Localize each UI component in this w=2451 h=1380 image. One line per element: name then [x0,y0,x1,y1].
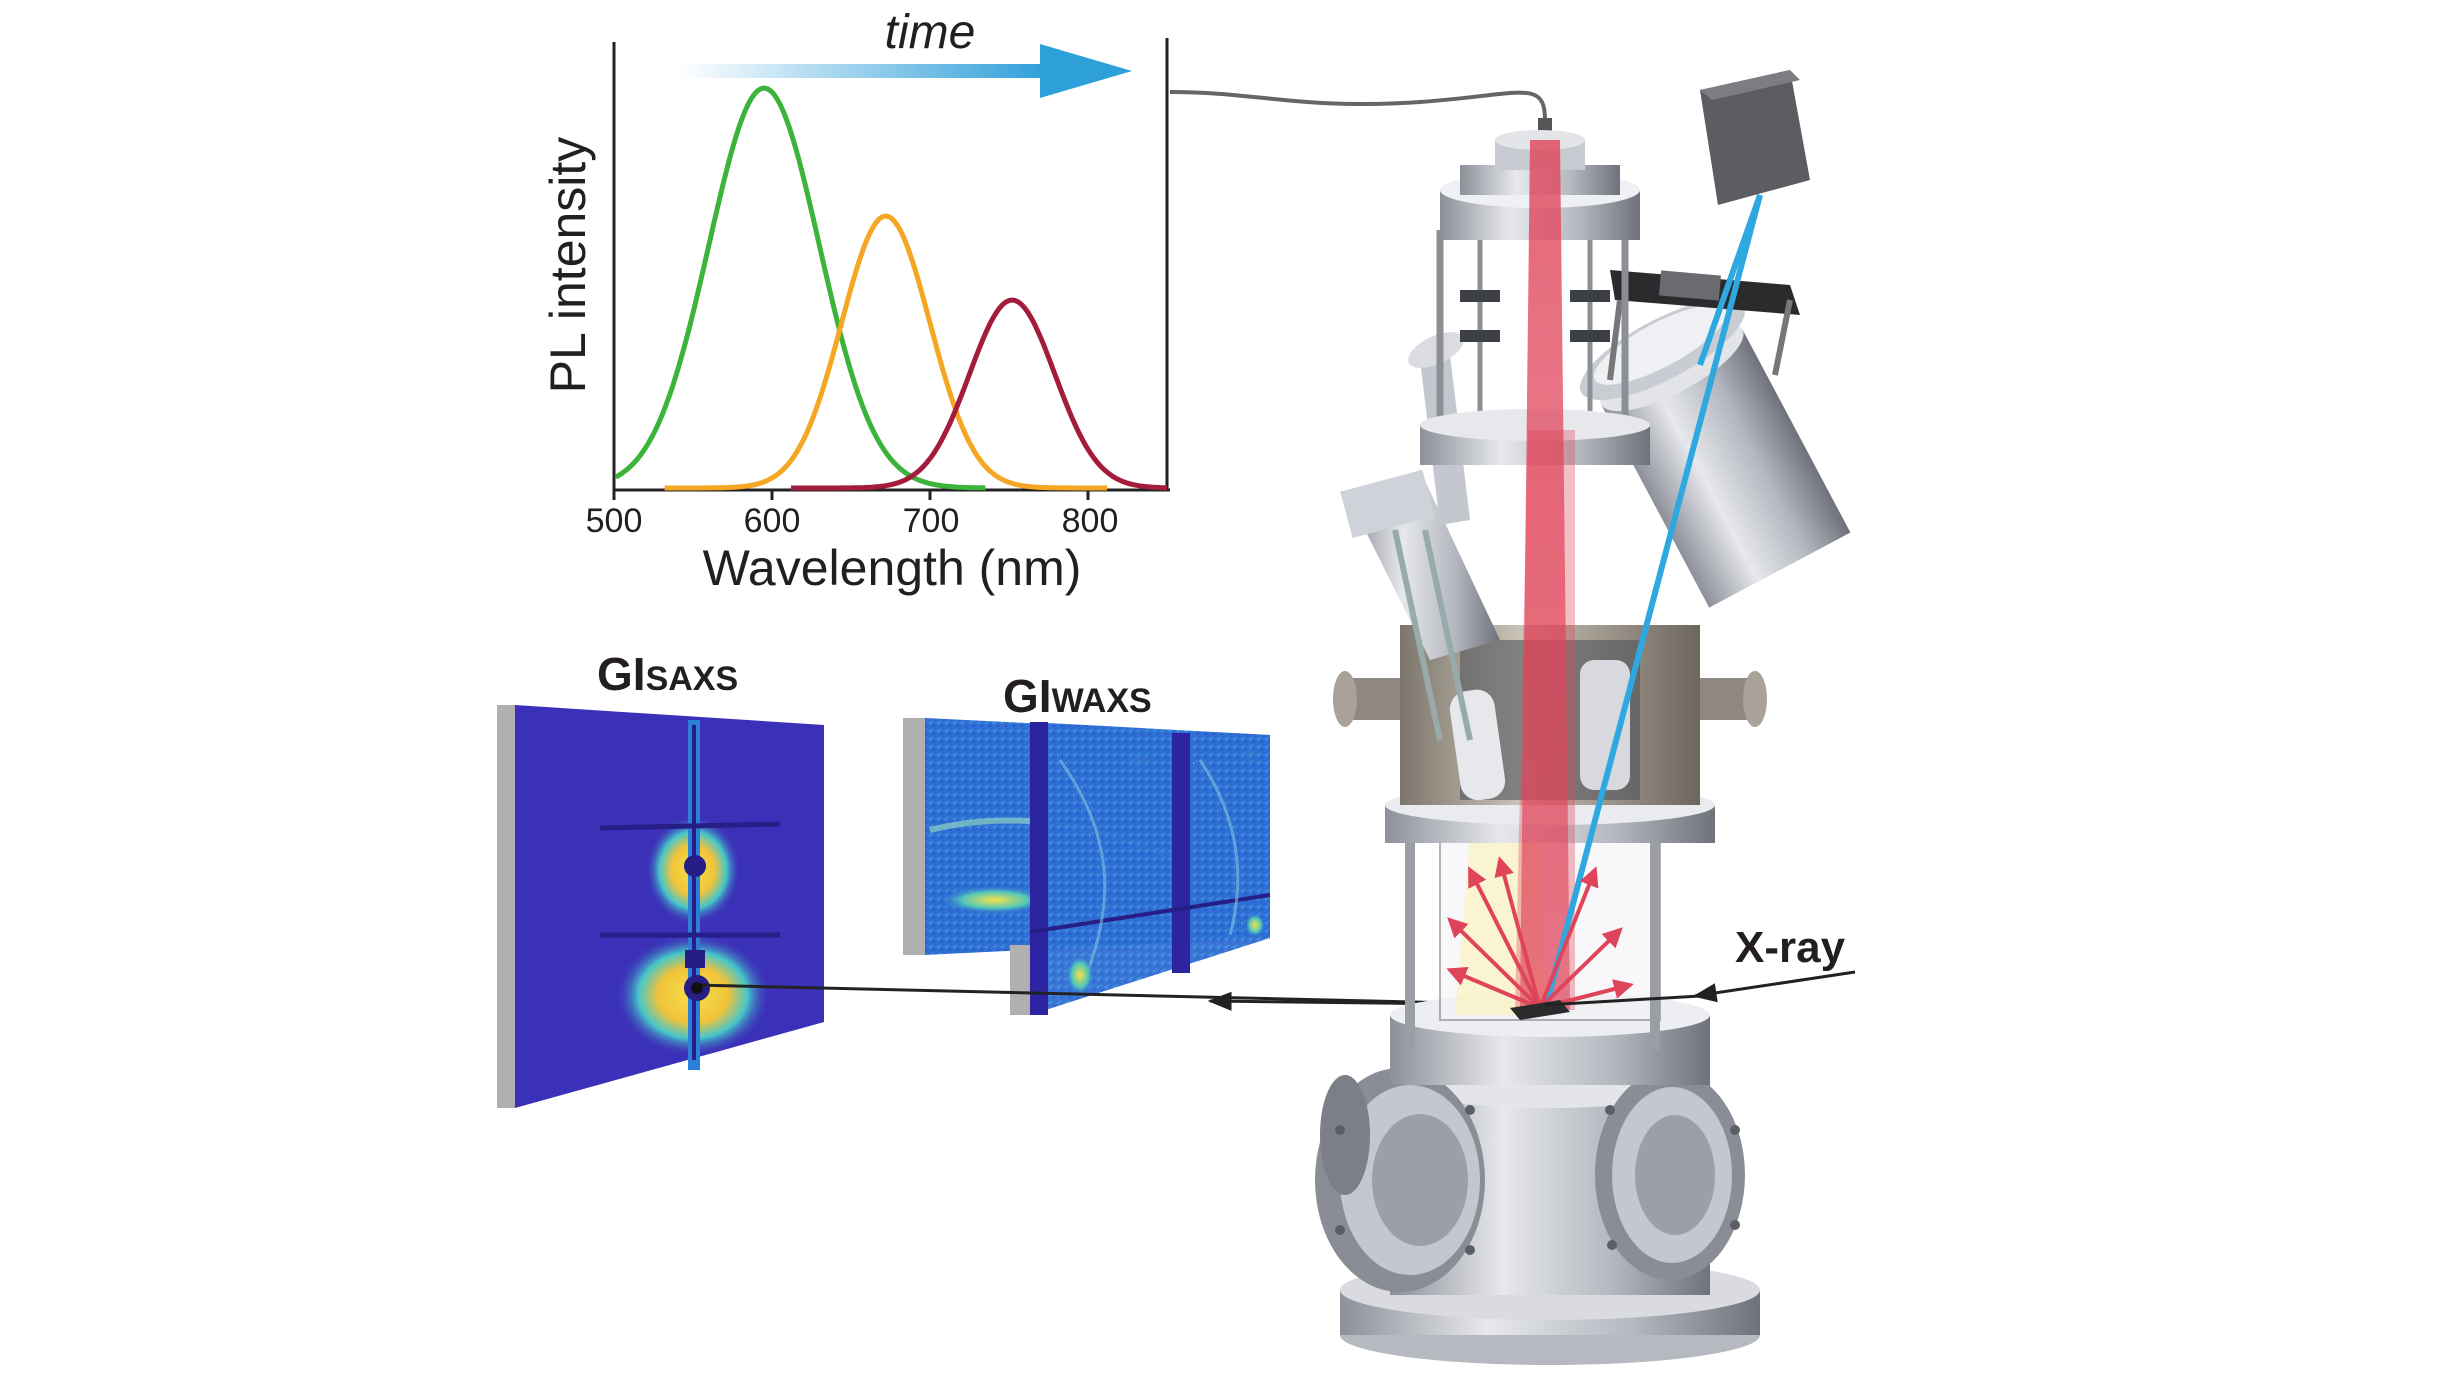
optical-fiber [1169,90,1547,121]
x-ray-label: X-ray [1735,923,1846,972]
time-arrow: time [680,6,1132,98]
pl-series-line-1 [664,213,1107,491]
pl-chart: 500 600 700 800 Wavelength (nm) PL inten… [540,38,1170,596]
beams [1446,140,1763,1020]
time-label: time [885,6,976,59]
x-tick-label: 500 [586,502,643,540]
gisaxs-label: GISAXS [597,648,738,700]
scattered-beam-line [694,983,1541,1007]
red-beam [1520,140,1570,1010]
giwaxs-label: GIWAXS [1003,670,1152,722]
gisaxs-detector: GISAXS [497,648,824,1108]
beam-spot [691,982,703,994]
x-axis-label: Wavelength (nm) [703,540,1082,596]
x-ray-beam: X-ray [1544,923,1856,1007]
pl-series-line-0 [614,85,986,491]
vacuum-chamber [1315,70,1851,1365]
pl-series-line-2 [791,297,1167,491]
giwaxs-detector: GIWAXS [903,670,1271,1015]
x-tick-label: 700 [903,502,960,540]
y-axis-label: PL intensity [540,137,596,394]
x-tick-label: 600 [744,502,801,540]
x-tick-label: 800 [1062,502,1119,540]
